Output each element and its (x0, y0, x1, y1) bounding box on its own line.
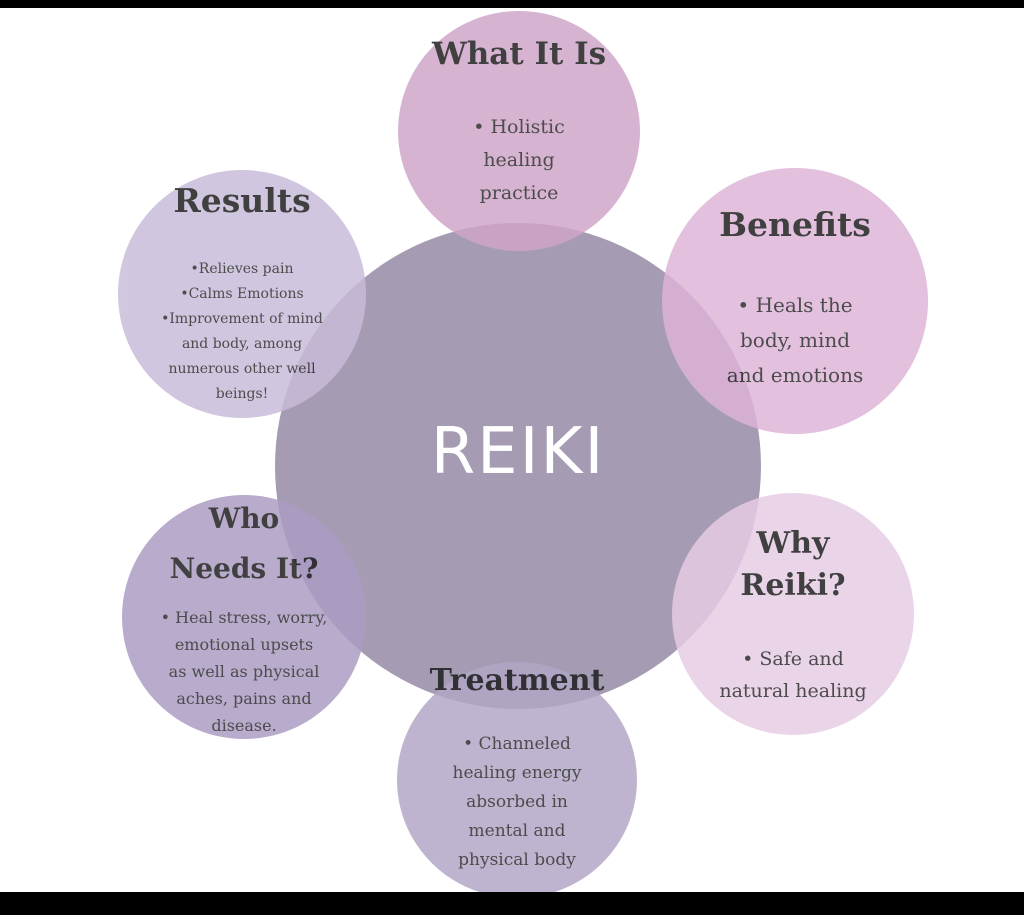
node-description: • Channeled healing energy absorbed in m… (452, 734, 582, 870)
node-who-needs-it: Who Needs It? • Heal stress, worry, emot… (122, 495, 366, 739)
node-title: Why Reiki? (740, 526, 846, 603)
node-title: Who Needs It? (169, 502, 319, 585)
node-title: Benefits (719, 205, 871, 244)
node-benefits: Benefits • Heals the body, mind and emot… (662, 168, 928, 434)
node-description: • Heals the body, mind and emotions (726, 293, 864, 387)
node-title: Results (173, 181, 311, 220)
node-what-it-is: What It Is • Holistic healing practice (398, 11, 640, 251)
node-description: •Relieves pain •Calms Emotions •Improvem… (161, 261, 323, 402)
node-title: Treatment (429, 663, 605, 698)
reiki-diagram: REIKI What It Is • Holistic healing prac… (0, 8, 1024, 892)
node-treatment: Treatment • Channeled healing energy abs… (397, 662, 637, 892)
node-description: • Holistic healing practice (473, 116, 565, 204)
center-label: REIKI (430, 415, 606, 489)
node-results: Results •Relieves pain •Calms Emotions •… (118, 170, 366, 418)
node-description: • Heal stress, worry, emotional upsets a… (160, 608, 328, 735)
node-title: What It Is (431, 36, 607, 72)
node-description: • Safe and natural healing (719, 648, 867, 702)
node-why-reiki: Why Reiki? • Safe and natural healing (672, 493, 914, 735)
